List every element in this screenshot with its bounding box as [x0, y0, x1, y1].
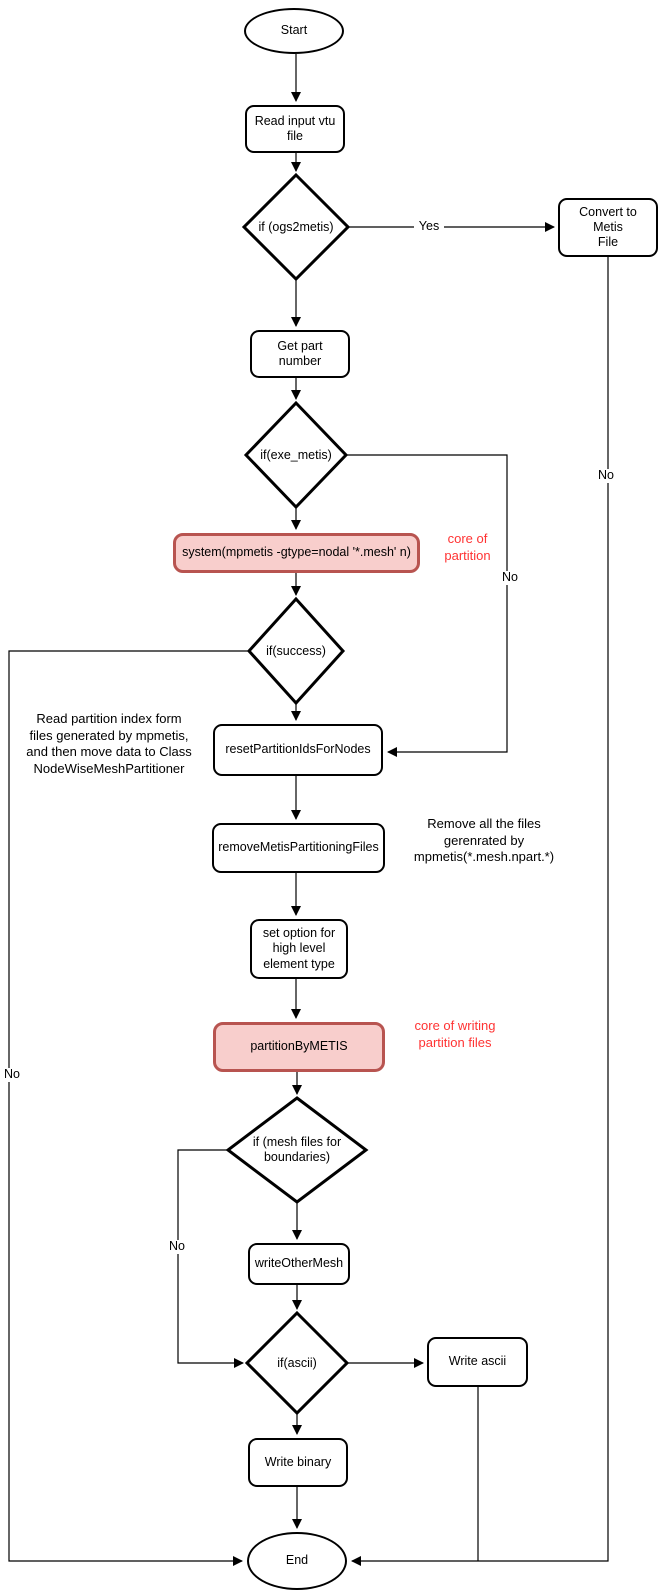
write-binary-label: Write binary	[264, 1454, 332, 1469]
set-option-node: set option for high level element type	[250, 919, 348, 979]
edge-exemetis-no-reset	[346, 454, 508, 757]
write-other-mesh-node: writeOtherMesh	[248, 1243, 350, 1285]
reset-partition-ids-node: resetPartitionIdsForNodes	[213, 724, 383, 776]
end-node: End	[247, 1532, 347, 1590]
edge-label-no-exe-metis: No	[496, 570, 524, 585]
decision-exe-metis	[243, 400, 349, 510]
get-part-number-node: Get part number	[250, 330, 350, 378]
system-mpmetis-label: system(mpmetis -gtype=nodal '*.mesh' n)	[182, 545, 411, 560]
edge-convert-no-end	[351, 257, 609, 1566]
write-ascii-label: Write ascii	[448, 1354, 507, 1369]
edge-label-no-boundaries: No	[163, 1239, 191, 1254]
convert-to-metis-node: Convert to Metis File	[558, 198, 658, 257]
edge-label-yes: Yes	[414, 219, 444, 234]
decision-ascii	[244, 1310, 350, 1416]
success-decision-label: if(success)	[266, 643, 326, 658]
mesh-boundaries-decision-label: if (mesh files for boundaries)	[252, 1135, 342, 1164]
ogs2metis-decision-label: if (ogs2metis)	[258, 219, 334, 234]
annotation-remove-files-note: Remove all the files gerenrated by mpmet…	[413, 816, 555, 864]
partition-by-metis-node: partitionByMETIS	[213, 1022, 385, 1072]
end-label: End	[285, 1553, 309, 1568]
decision-ogs2metis	[241, 172, 351, 282]
annotation-core-of-writing: core of writing partition files	[414, 1018, 496, 1050]
get-part-number-label: Get part number	[277, 338, 323, 368]
convert-to-metis-label: Convert to Metis File	[579, 204, 637, 250]
reset-partition-ids-label: resetPartitionIdsForNodes	[225, 742, 371, 757]
decision-success	[246, 596, 346, 706]
edge-label-no-convert: No	[592, 468, 620, 483]
edge-label-no-success: No	[0, 1067, 26, 1082]
system-mpmetis-node: system(mpmetis -gtype=nodal '*.mesh' n)	[173, 533, 420, 573]
read-input-vtu-node: Read input vtu file	[245, 105, 345, 153]
ascii-decision-label: if(ascii)	[277, 1355, 317, 1370]
edge-boundaries-no-ascii	[177, 1149, 244, 1368]
annotation-core-of-partition: core of partition	[444, 531, 491, 563]
set-option-label: set option for high level element type	[262, 926, 336, 971]
edge-success-no-end	[8, 650, 249, 1566]
read-input-vtu-label: Read input vtu file	[254, 113, 336, 143]
write-other-mesh-label: writeOtherMesh	[254, 1256, 344, 1271]
annotation-read-partition-note: Read partition index form files generate…	[26, 711, 192, 776]
decision-mesh-boundaries	[225, 1096, 369, 1204]
write-binary-node: Write binary	[248, 1438, 348, 1487]
remove-metis-files-label: removeMetisPartitioningFiles	[218, 840, 379, 855]
start-node: Start	[244, 8, 344, 54]
start-label: Start	[280, 23, 308, 38]
remove-metis-files-node: removeMetisPartitioningFiles	[212, 823, 385, 873]
exe-metis-decision-label: if(exe_metis)	[260, 447, 332, 462]
partition-by-metis-label: partitionByMETIS	[250, 1039, 348, 1054]
write-ascii-node: Write ascii	[427, 1337, 528, 1387]
